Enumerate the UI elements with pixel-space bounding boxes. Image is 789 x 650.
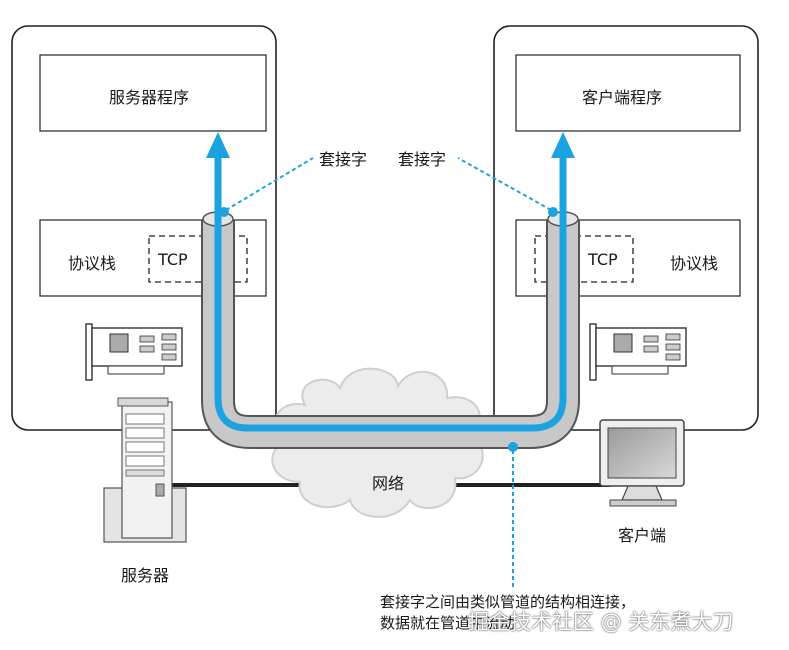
data-flow-line xyxy=(214,150,567,432)
caption-line-2: 数据就在管道中流动 xyxy=(380,614,516,632)
caption-line-1: 套接字之间由类似管道的结构相连接， xyxy=(380,593,636,611)
server-socket-leader xyxy=(225,157,314,211)
server-socket-label: 套接字 xyxy=(319,150,368,169)
network-label: 网络 xyxy=(372,474,405,493)
client-stack-label: 协议栈 xyxy=(670,254,719,273)
client-program-label: 客户端程序 xyxy=(582,88,663,107)
server-device-label: 服务器 xyxy=(121,566,170,585)
server-tcp-box xyxy=(148,235,248,283)
client-up-arrow xyxy=(551,132,575,158)
server-up-arrow xyxy=(206,132,230,158)
client-device-label: 客户端 xyxy=(618,526,667,545)
server-nic-icon xyxy=(85,323,183,381)
watermark: 掘金技术社区 @ 关东煮大刀 xyxy=(468,610,734,634)
server-program-label: 服务器程序 xyxy=(109,88,190,107)
client-monitor-icon xyxy=(599,419,685,507)
client-socket-leader xyxy=(457,157,552,211)
client-socket-label: 套接字 xyxy=(398,150,447,169)
server-tower-icon xyxy=(103,397,187,543)
server-stack-label: 协议栈 xyxy=(68,254,117,273)
server-program-box xyxy=(39,54,267,132)
client-nic-icon xyxy=(589,323,687,381)
server-tcp-label: TCP xyxy=(158,250,188,269)
client-tcp-label: TCP xyxy=(588,250,618,269)
client-tcp-box xyxy=(534,235,634,283)
pipe-caption-dot xyxy=(508,442,518,452)
client-program-box xyxy=(515,54,741,132)
